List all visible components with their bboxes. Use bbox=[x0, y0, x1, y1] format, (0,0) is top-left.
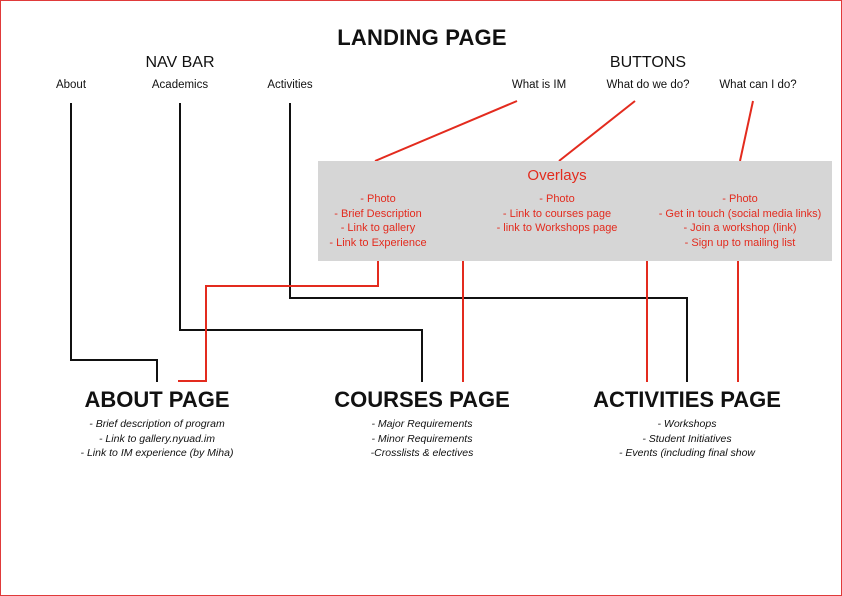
list-item: - Link to IM experience (by Miha) bbox=[80, 447, 234, 459]
landing-page-title: LANDING PAGE bbox=[337, 25, 507, 50]
list-item: - Join a workshop (link) bbox=[683, 222, 797, 234]
what-do-we-do-connector bbox=[558, 100, 636, 162]
overlay1-to-about-connector bbox=[178, 254, 379, 382]
overlay-what-can-i-do-list: - Photo - Get in touch (social media lin… bbox=[659, 192, 822, 250]
list-item: - Brief Description bbox=[334, 207, 422, 220]
list-item: -Crosslists & electives bbox=[370, 447, 474, 459]
list-item: - Photo bbox=[722, 193, 758, 205]
list-item: - Brief description of program bbox=[89, 418, 225, 430]
list-item: - Minor Requirements bbox=[371, 432, 473, 445]
overlay-what-do-we-do-list: - Photo - Link to courses page - link to… bbox=[497, 192, 618, 236]
nav-bar-label: NAV BAR bbox=[145, 54, 215, 71]
list-item: - Photo bbox=[360, 193, 396, 205]
overlay-what-is-im-list: - Photo - Brief Description - Link to ga… bbox=[329, 192, 426, 250]
button-what-do-we-do[interactable]: What do we do? bbox=[606, 79, 690, 91]
list-item: - Workshops bbox=[657, 418, 717, 430]
list-item: - Sign up to mailing list bbox=[684, 236, 796, 249]
about-page-title: ABOUT PAGE bbox=[84, 387, 230, 412]
overlay2-to-courses-activities-connector bbox=[462, 253, 648, 382]
nav-item-activities[interactable]: Activities bbox=[267, 79, 313, 91]
list-item: - Link to gallery bbox=[340, 222, 416, 234]
button-what-is-im[interactable]: What is IM bbox=[511, 79, 567, 91]
what-is-im-connector bbox=[374, 100, 518, 162]
list-item: - link to Workshops page bbox=[496, 222, 618, 234]
list-item: - Photo bbox=[539, 193, 575, 205]
list-item: - Get in touch (social media links) bbox=[658, 207, 822, 220]
activities-page-contents: - Workshops - Student Initiatives - Even… bbox=[619, 417, 755, 461]
list-item: - Major Requirements bbox=[371, 418, 473, 430]
list-item: - Link to Experience bbox=[329, 236, 427, 249]
courses-page-title: COURSES PAGE bbox=[334, 387, 510, 412]
about-nav-connector bbox=[70, 103, 158, 382]
overlays-panel bbox=[318, 161, 832, 261]
list-item: - Events (including final show bbox=[619, 447, 755, 459]
what-can-i-do-connector bbox=[739, 100, 754, 162]
list-item: - Student Initiatives bbox=[642, 432, 732, 445]
academics-nav-connector bbox=[179, 103, 423, 382]
about-page-contents: - Brief description of program - Link to… bbox=[81, 417, 234, 461]
button-what-can-i-do[interactable]: What can I do? bbox=[719, 79, 797, 91]
courses-page-contents: - Major Requirements - Minor Requirement… bbox=[371, 417, 474, 461]
overlays-title: Overlays bbox=[527, 167, 587, 184]
nav-item-about[interactable]: About bbox=[55, 79, 87, 91]
nav-item-academics[interactable]: Academics bbox=[151, 79, 209, 91]
activities-page-title: ACTIVITIES PAGE bbox=[593, 387, 781, 412]
list-item: - Link to gallery.nyuad.im bbox=[99, 432, 215, 445]
activities-nav-connector bbox=[289, 103, 688, 382]
list-item: - Link to courses page bbox=[502, 207, 612, 220]
buttons-label: BUTTONS bbox=[609, 54, 687, 71]
